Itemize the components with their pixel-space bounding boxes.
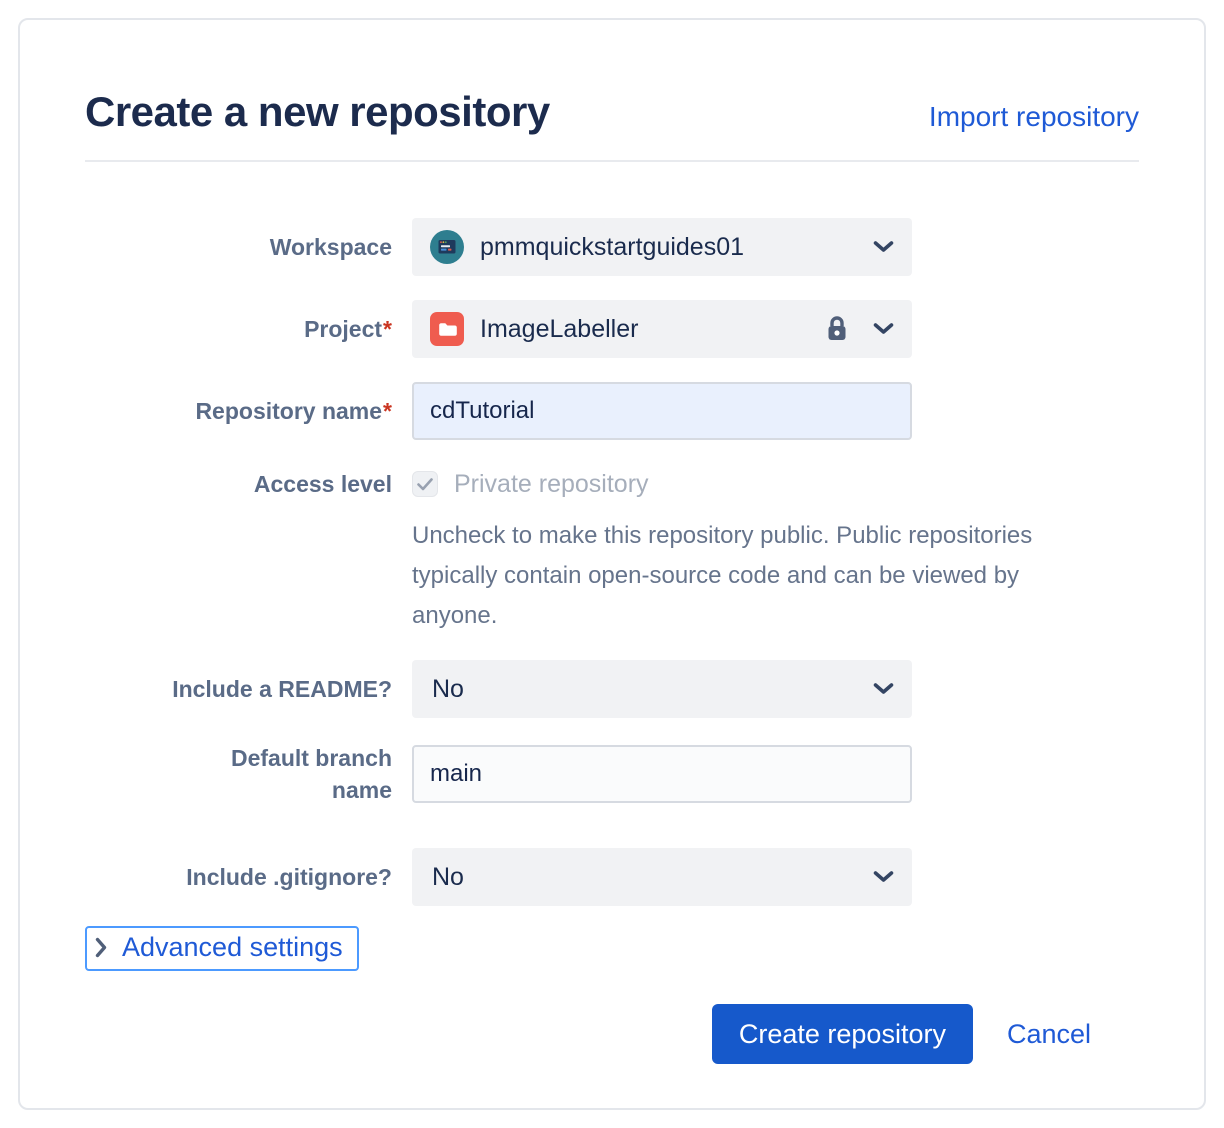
private-repository-checkbox[interactable] xyxy=(412,471,438,497)
access-level-row: Access level Private repository Uncheck … xyxy=(85,464,1139,636)
access-level-field: Private repository Uncheck to make this … xyxy=(412,464,1139,636)
repository-name-row: Repository name* xyxy=(85,382,1139,440)
chevron-down-icon xyxy=(873,871,894,884)
access-level-label: Access level xyxy=(253,471,392,497)
private-repository-label: Private repository xyxy=(454,469,649,498)
project-select[interactable]: ImageLabeller xyxy=(412,300,912,358)
dialog-header: Create a new repository Import repositor… xyxy=(85,88,1139,136)
project-value: ImageLabeller xyxy=(480,314,639,343)
repository-name-label: Repository name* xyxy=(195,398,392,424)
default-branch-label: Default branch name xyxy=(230,745,392,803)
advanced-settings-label: Advanced settings xyxy=(122,932,343,962)
lock-icon xyxy=(824,314,850,344)
page-title: Create a new repository xyxy=(85,88,550,135)
access-level-help-text: Uncheck to make this repository public. … xyxy=(412,522,1033,629)
default-branch-input[interactable] xyxy=(412,745,912,803)
private-repository-option: Private repository xyxy=(412,464,1139,504)
include-readme-select[interactable]: No xyxy=(412,660,912,718)
required-asterisk: * xyxy=(383,398,392,424)
project-avatar-icon xyxy=(430,312,464,346)
chevron-down-icon xyxy=(873,683,894,696)
include-gitignore-value: No xyxy=(432,862,464,891)
repository-name-input[interactable] xyxy=(412,382,912,440)
create-repository-button[interactable]: Create repository xyxy=(711,1004,973,1064)
include-gitignore-row: Include .gitignore? No xyxy=(85,848,1139,906)
dialog-footer: Create repository Cancel xyxy=(85,1004,1139,1064)
cancel-button[interactable]: Cancel xyxy=(997,1013,1101,1056)
project-row: Project* ImageLabeller xyxy=(85,300,1139,358)
chevron-right-icon xyxy=(95,937,108,958)
import-repository-link[interactable]: Import repository xyxy=(928,101,1139,132)
include-gitignore-select[interactable]: No xyxy=(412,848,912,906)
required-asterisk: * xyxy=(383,316,392,342)
include-readme-row: Include a README? No xyxy=(85,660,1139,718)
advanced-settings-toggle[interactable]: Advanced settings xyxy=(85,926,359,971)
chevron-down-icon xyxy=(873,241,894,254)
chevron-down-icon xyxy=(873,323,894,336)
project-label: Project* xyxy=(304,316,392,342)
workspace-value: pmmquickstartguides01 xyxy=(480,232,745,261)
workspace-row: Workspace pmmquickstartguides01 xyxy=(85,218,1139,276)
include-readme-label: Include a README? xyxy=(172,676,392,702)
workspace-select[interactable]: pmmquickstartguides01 xyxy=(412,218,912,276)
include-readme-value: No xyxy=(432,674,464,703)
include-gitignore-label: Include .gitignore? xyxy=(186,864,392,890)
checkmark-icon xyxy=(417,477,433,490)
workspace-label: Workspace xyxy=(269,234,392,260)
default-branch-row: Default branch name xyxy=(85,742,1139,806)
header-divider xyxy=(85,160,1139,162)
workspace-avatar-icon xyxy=(430,230,464,264)
create-repository-dialog: Create a new repository Import repositor… xyxy=(18,18,1206,1110)
